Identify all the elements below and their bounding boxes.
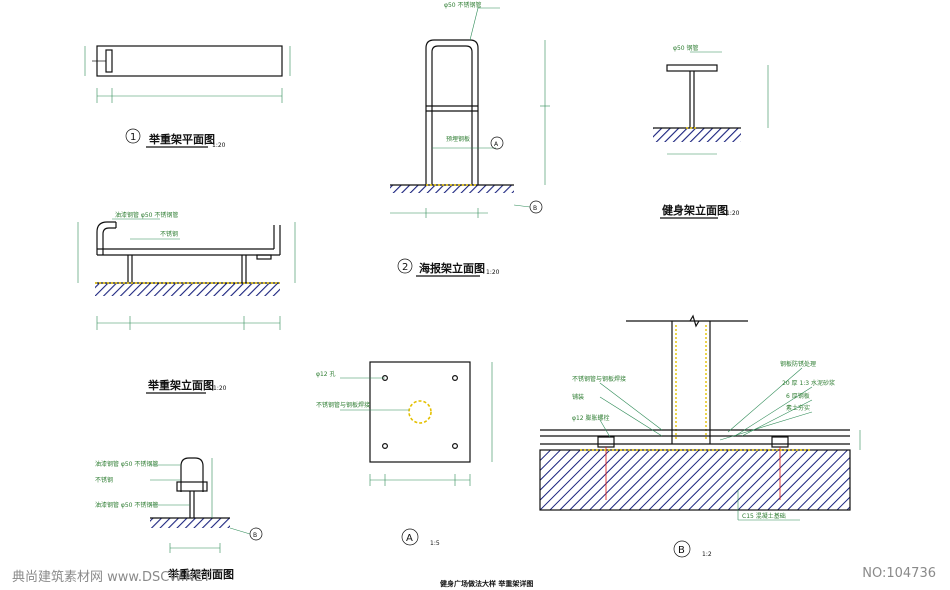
svg-text:φ12 孔: φ12 孔 bbox=[316, 370, 336, 378]
plan-title-number: 1 bbox=[130, 132, 136, 143]
sheet-caption: 健身广场做法大样 举重架详图 bbox=[440, 579, 533, 588]
fitness-title: 健身架立面图 bbox=[662, 203, 728, 217]
svg-text:不锈钢管与钢板焊接: 不锈钢管与钢板焊接 bbox=[316, 401, 370, 409]
svg-text:油漆钢管 φ50 不锈钢管: 油漆钢管 φ50 不锈钢管 bbox=[95, 501, 158, 509]
detail-a-scale: 1:5 bbox=[430, 540, 440, 547]
detail-a-plate: φ12 孔 不锈钢管与钢板焊接 A 1:5 bbox=[316, 361, 493, 547]
plan-scale: 1:20 bbox=[212, 142, 226, 149]
watermark-right: NO:104736 bbox=[862, 566, 936, 581]
svg-text:φ50 不锈钢管: φ50 不锈钢管 bbox=[444, 1, 482, 9]
svg-text:φ12 膨胀螺栓: φ12 膨胀螺栓 bbox=[572, 414, 610, 422]
lifting-elevation-title: 举重架立面图 bbox=[147, 378, 214, 392]
svg-text:预埋钢板: 预埋钢板 bbox=[446, 135, 470, 143]
watermark-left: 典尚建筑素材网 www.DSCW.NET bbox=[12, 570, 211, 585]
poster-title: 海报架立面图 bbox=[419, 261, 485, 275]
detail-a-label: A bbox=[406, 533, 413, 544]
poster-rack-elevation: φ50 不锈钢管 预埋钢板 A B 2 海报架立面图 1:20 bbox=[390, 1, 550, 277]
svg-text:C15 混凝土基础: C15 混凝土基础 bbox=[742, 512, 786, 520]
svg-text:不锈钢: 不锈钢 bbox=[160, 230, 178, 238]
lifting-section-title: 举重架剖面图 bbox=[167, 567, 234, 581]
fitness-scale: 1:20 bbox=[726, 210, 740, 217]
svg-text:φ50 钢管: φ50 钢管 bbox=[673, 44, 699, 52]
svg-text:20 厚 1:3 水泥砂浆: 20 厚 1:3 水泥砂浆 bbox=[782, 379, 835, 387]
svg-text:不锈钢管与钢板焊接: 不锈钢管与钢板焊接 bbox=[572, 375, 626, 383]
marker-a-small: A bbox=[494, 141, 499, 148]
plan-view: 1 举重架平面图 1:20 bbox=[84, 45, 291, 149]
lifting-elevation-scale: 1:20 bbox=[213, 385, 227, 392]
svg-text:钢板防锈处理: 钢板防锈处理 bbox=[780, 360, 816, 368]
svg-text:油漆钢管 φ50 不锈钢管: 油漆钢管 φ50 不锈钢管 bbox=[115, 211, 178, 219]
fitness-rack-elevation: φ50 钢管 健身架立面图 1:20 bbox=[653, 44, 769, 219]
detail-b-label: B bbox=[678, 545, 685, 556]
marker-b-small: B bbox=[533, 205, 537, 212]
svg-text:不锈钢: 不锈钢 bbox=[95, 476, 113, 484]
section-marker-b: B bbox=[253, 532, 257, 539]
svg-text:6 厚钢板: 6 厚钢板 bbox=[786, 392, 810, 400]
poster-scale: 1:20 bbox=[486, 269, 500, 276]
lifting-rack-section: 油漆钢管 φ50 不锈钢管 不锈钢 油漆钢管 φ50 不锈钢管 B 举重架剖面图 bbox=[95, 457, 263, 581]
detail-b-scale: 1:2 bbox=[702, 551, 712, 558]
lifting-rack-elevation: 油漆钢管 φ50 不锈钢管 不锈钢 举重架立面图 1:20 bbox=[77, 211, 296, 394]
svg-text:素土夯实: 素土夯实 bbox=[786, 404, 810, 412]
detail-b-footing: 不锈钢管与钢板焊接 铺装 φ12 膨胀螺栓 钢板防锈处理 20 厚 1:3 水泥… bbox=[539, 314, 861, 558]
plan-title: 举重架平面图 bbox=[148, 132, 215, 146]
svg-text:油漆钢管 φ50 不锈钢管: 油漆钢管 φ50 不锈钢管 bbox=[95, 460, 158, 468]
poster-title-number: 2 bbox=[402, 262, 408, 273]
svg-text:铺装: 铺装 bbox=[572, 393, 584, 401]
